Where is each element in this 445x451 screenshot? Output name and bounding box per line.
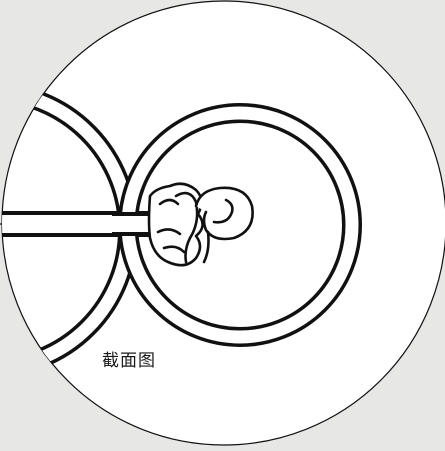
coiled-filament [147,182,254,267]
tube-mouth [110,212,152,236]
diagram-caption: 截面图 [102,351,156,371]
